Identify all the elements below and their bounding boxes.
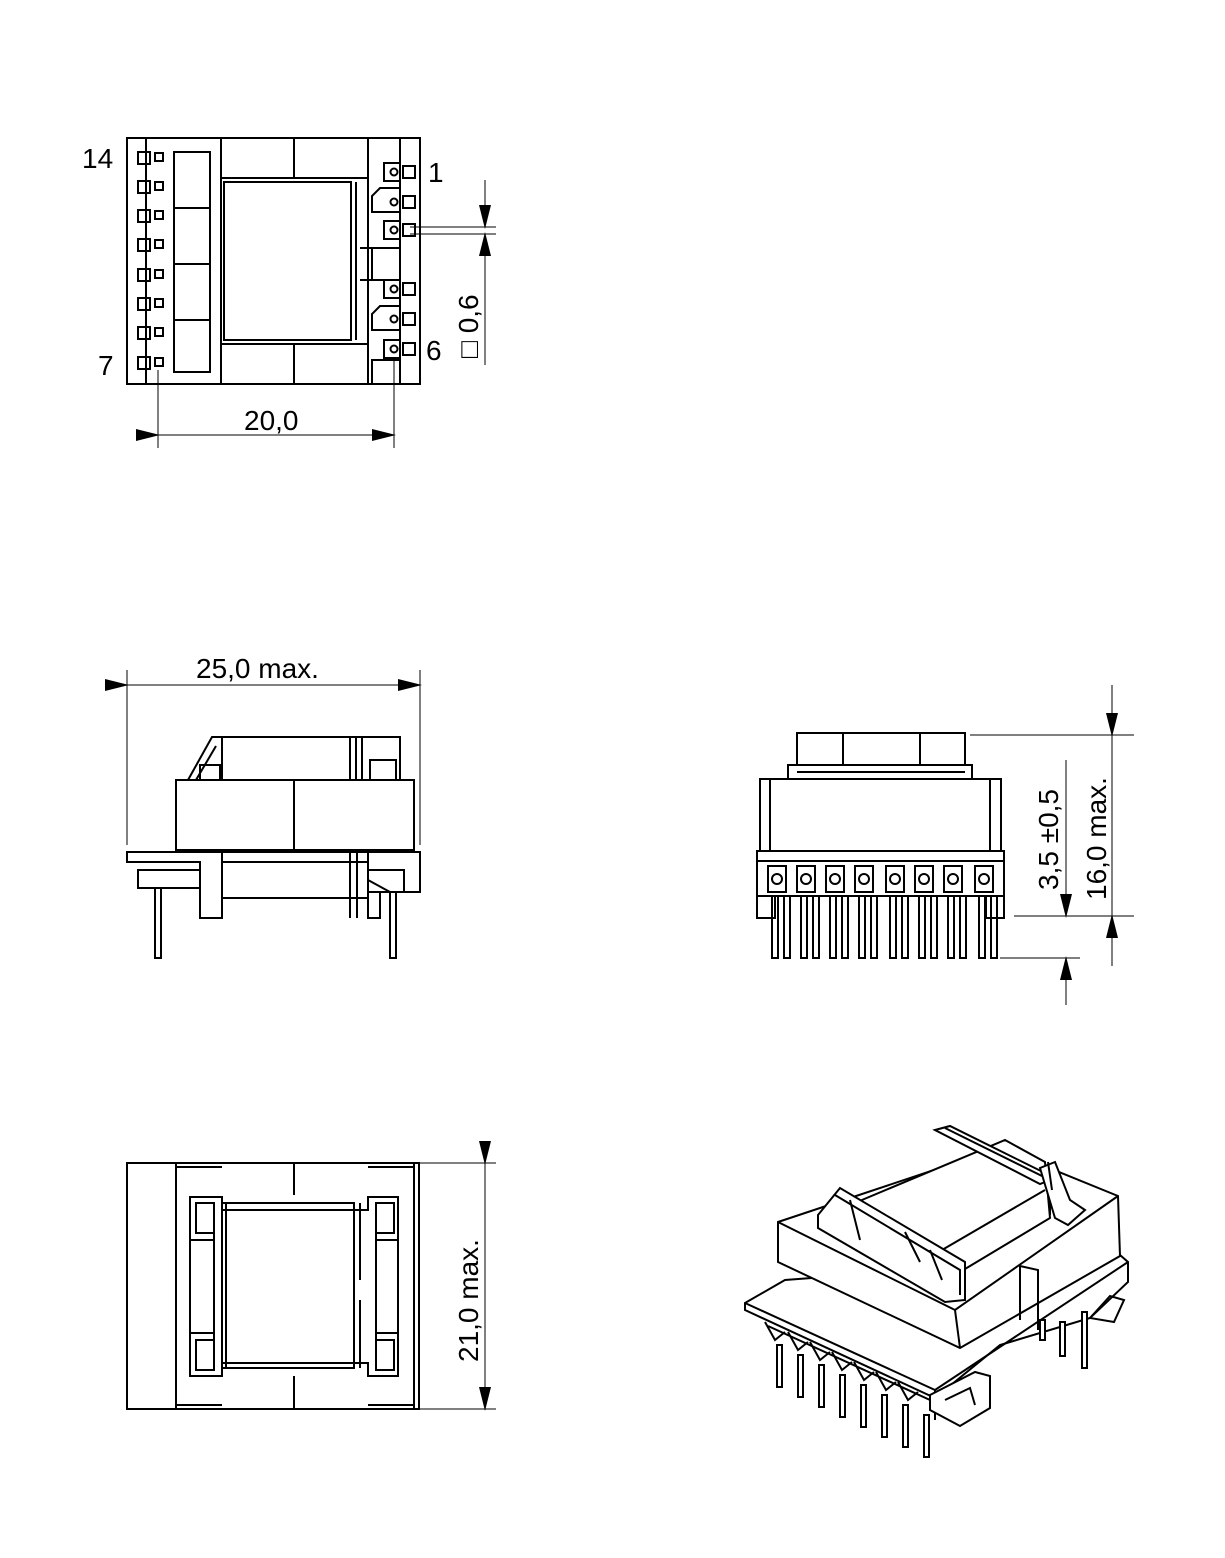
pin-length-label: 3,5 ±0,5 — [1033, 789, 1064, 890]
width-label: 21,0 max. — [453, 1239, 484, 1362]
pin-size-label: □ 0,6 — [453, 294, 484, 358]
front-view: 3,5 ±0,5 16,0 max. — [756, 685, 1134, 1005]
left-pin-row — [137, 151, 164, 370]
front-pin-row — [767, 865, 994, 893]
right-pin-row — [371, 162, 416, 359]
pin-pitch-label: 20,0 — [244, 405, 299, 436]
top-view: 14 7 1 6 20,0 □ 0,6 — [82, 137, 496, 448]
pin-label-1: 1 — [428, 157, 444, 188]
length-dimension: 25,0 max. — [105, 653, 422, 845]
length-label: 25,0 max. — [196, 653, 319, 684]
pin-size-dimension: □ 0,6 — [410, 180, 496, 365]
width-dimension: 21,0 max. — [420, 1141, 496, 1411]
bottom-view: 21,0 max. — [126, 1141, 496, 1411]
iso-left-pins — [764, 1321, 931, 1458]
isometric-view — [744, 1124, 1129, 1458]
pin-label-6: 6 — [426, 335, 442, 366]
iso-right-pins — [1039, 1294, 1126, 1369]
height-label: 16,0 max. — [1081, 777, 1112, 900]
front-pin-legs — [771, 895, 998, 959]
pin-pitch-dimension: 20,0 — [136, 358, 396, 448]
pin-label-7: 7 — [98, 350, 114, 381]
side-view: 25,0 max. — [105, 653, 422, 959]
height-dimension: 3,5 ±0,5 16,0 max. — [970, 685, 1134, 1005]
pin-label-14: 14 — [82, 143, 113, 174]
